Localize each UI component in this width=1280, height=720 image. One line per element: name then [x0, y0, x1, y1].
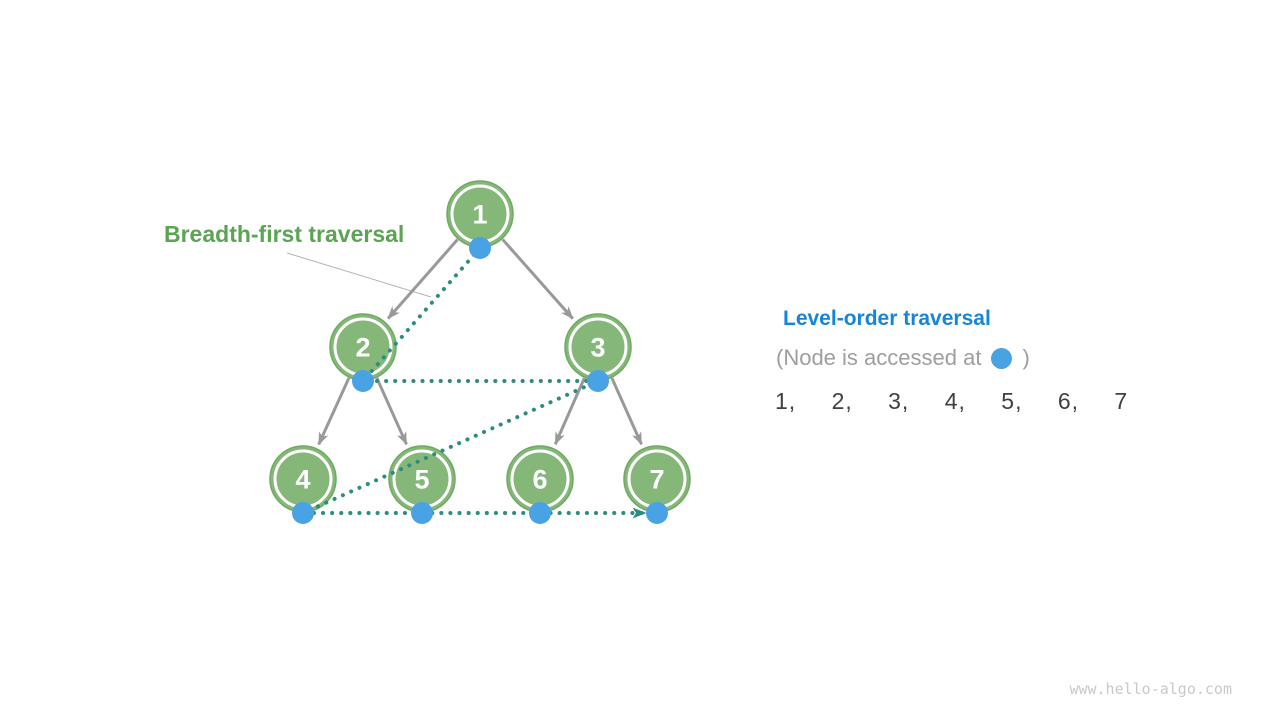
breadth-first-traversal-label: Breadth-first traversal	[164, 221, 405, 247]
accessed-node-dot-icon	[991, 347, 1013, 369]
tree-edge	[553, 377, 586, 446]
node-label: 5	[414, 465, 429, 495]
tree-edge	[375, 377, 408, 446]
access-dot	[411, 502, 433, 524]
node-label: 2	[355, 333, 370, 363]
note-suffix-text: )	[1022, 345, 1030, 370]
node-label: 1	[472, 200, 487, 230]
traversal-sequence: 1, 2, 3, 4, 5, 6, 7	[775, 388, 1129, 414]
access-dot	[292, 502, 314, 524]
node-accessed-note: (Node is accessed at )	[776, 345, 1030, 371]
access-dot	[529, 502, 551, 524]
tree-edge	[610, 377, 643, 446]
access-dot	[469, 237, 491, 259]
tree-edge	[386, 238, 459, 320]
tree-edge	[501, 238, 574, 320]
access-dot	[646, 502, 668, 524]
tree-edge	[317, 377, 351, 446]
node-label: 3	[590, 333, 605, 363]
watermark-url: www.hello-algo.com	[1069, 680, 1232, 698]
access-dot	[352, 370, 374, 392]
node-label: 6	[532, 465, 547, 495]
note-prefix-text: (Node is accessed at	[776, 345, 982, 370]
access-dot	[587, 370, 609, 392]
node-label: 7	[649, 465, 664, 495]
level-order-traversal-heading: Level-order traversal	[783, 307, 991, 330]
label-pointer-line	[286, 252, 432, 298]
node-label: 4	[295, 465, 310, 495]
